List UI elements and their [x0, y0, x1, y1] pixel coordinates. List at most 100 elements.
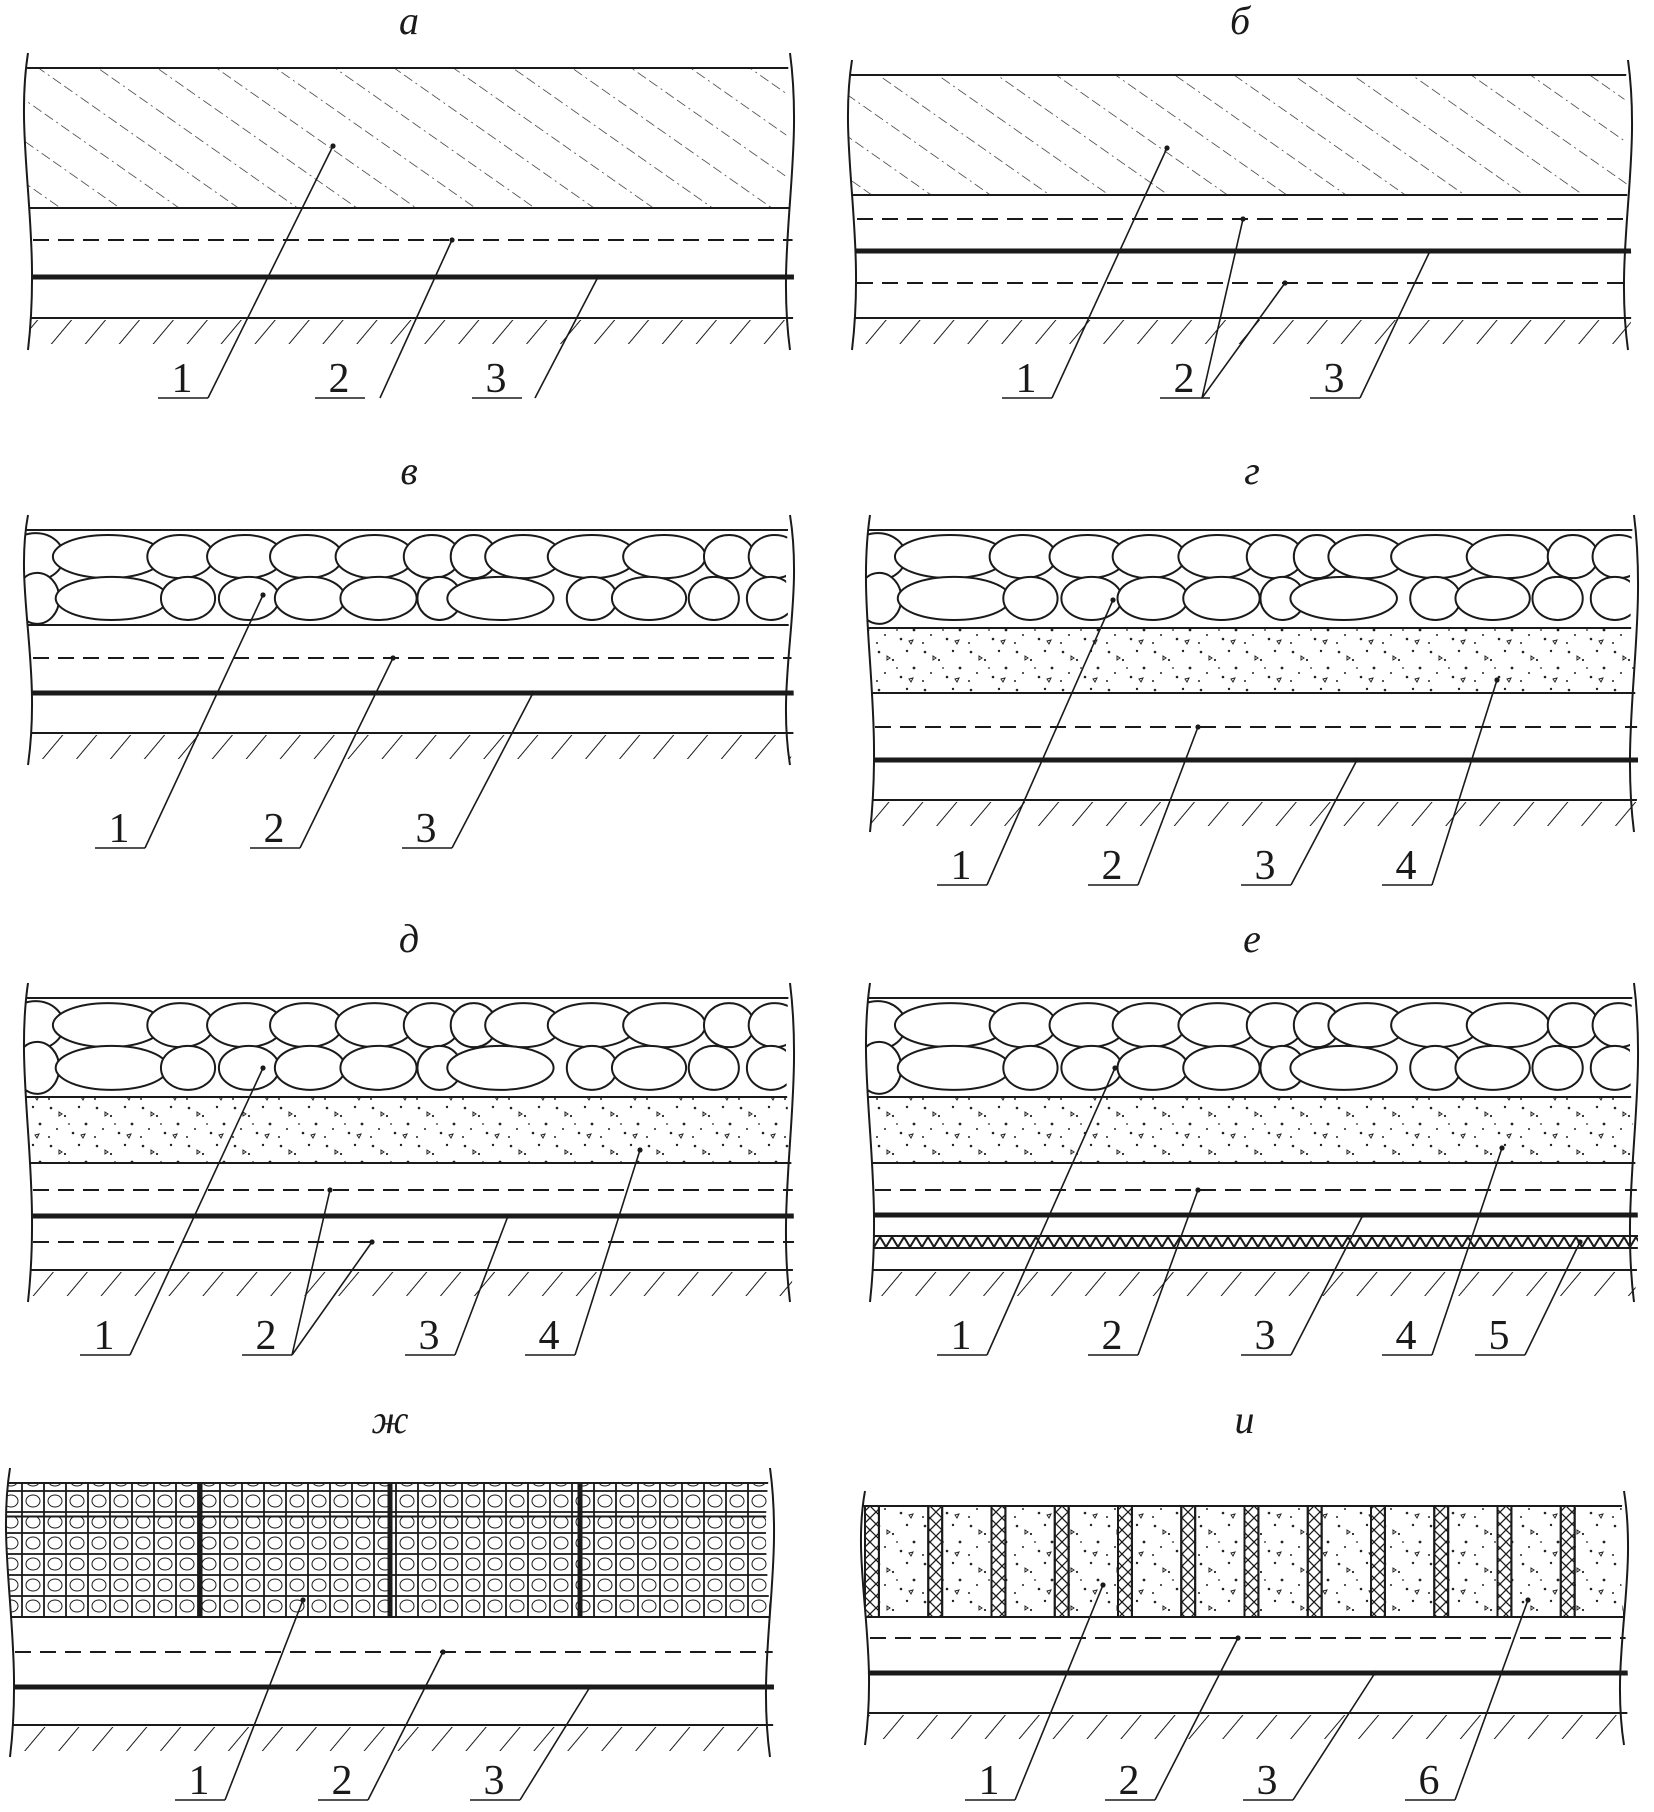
stone: [1177, 534, 1258, 580]
stone: [610, 575, 688, 621]
stone: [1531, 1044, 1584, 1091]
cell-fill: [941, 1505, 993, 1618]
leader-line: [1292, 1672, 1376, 1801]
break-edge-right: [784, 982, 796, 1303]
ground-hatch: [23, 735, 795, 759]
callout-label: 1: [109, 806, 130, 852]
break-edge-left: [864, 982, 876, 1303]
cell-wall: [1433, 1505, 1450, 1618]
panel-body: [865, 529, 1639, 826]
cell-wall: [1243, 1505, 1260, 1618]
leader-line: [1201, 282, 1286, 399]
callout-label: 3: [1324, 356, 1345, 402]
callout-label: 2: [1102, 843, 1123, 889]
cell-wall: [1496, 1505, 1513, 1618]
gabion-layer: [5, 1483, 775, 1617]
stone: [745, 1044, 795, 1091]
cell-fill: [877, 1505, 930, 1618]
stone: [1289, 1044, 1398, 1091]
leader-line: [1431, 1147, 1503, 1356]
geo-mat-line: [865, 1235, 1639, 1249]
stone: [339, 1044, 418, 1091]
cell-fill: [1004, 1505, 1056, 1618]
leader-line: [1524, 1241, 1581, 1356]
stone: [687, 575, 740, 621]
stone: [1589, 1044, 1639, 1091]
leader-line: [534, 276, 599, 399]
cell-wall: [927, 1505, 944, 1618]
callout-label: 3: [486, 356, 507, 402]
leader-line: [574, 1149, 641, 1356]
leader-line: [224, 1599, 304, 1801]
leader-line: [519, 1686, 591, 1801]
leader-line: [1359, 250, 1431, 399]
stone: [687, 1044, 740, 1091]
stone: [610, 1044, 688, 1091]
ground-hatch: [23, 320, 795, 344]
stone: [896, 1044, 1012, 1091]
stone: [1454, 1044, 1531, 1091]
leader-line: [144, 594, 264, 849]
leader-line: [129, 1067, 264, 1356]
panel-title-a: а: [399, 0, 419, 43]
panel-body: [5, 1482, 775, 1751]
callout-label: 2: [1119, 1758, 1140, 1804]
callout-label: 2: [332, 1758, 353, 1804]
leader-line: [1154, 1637, 1239, 1801]
stone: [896, 575, 1012, 621]
ground-hatch: [865, 1272, 1639, 1296]
stone: [702, 534, 756, 580]
leader-line: [291, 1241, 373, 1356]
stone: [1465, 534, 1551, 580]
cell-fill: [1194, 1505, 1246, 1618]
soil-layer: [23, 68, 795, 208]
leader-line: [1014, 1584, 1104, 1801]
break-edge-left: [864, 514, 876, 833]
stone: [1111, 1002, 1187, 1049]
cell-wall: [1306, 1505, 1323, 1618]
callout-label: 3: [1255, 1313, 1276, 1359]
panel-body: [23, 997, 795, 1296]
sand-layer: [865, 1097, 1639, 1163]
break-edge-right: [1628, 982, 1640, 1303]
soil-layer: [847, 75, 1633, 195]
stone: [1465, 1002, 1551, 1049]
panel-title-i: и: [1235, 1397, 1255, 1442]
callout-label: 3: [416, 806, 437, 852]
stone: [1182, 575, 1261, 621]
cell-fill: [1447, 1505, 1499, 1618]
cell-wall: [1370, 1505, 1386, 1618]
panel-body: [865, 997, 1639, 1296]
panel-title-v: в: [400, 448, 417, 493]
stone: [1546, 1002, 1600, 1049]
stone: [1177, 1002, 1258, 1049]
callout-label: 4: [1396, 843, 1417, 889]
ground-hatch: [23, 1272, 795, 1296]
stone: [565, 1044, 618, 1091]
leader-line: [1431, 679, 1498, 886]
leader-line: [454, 1215, 509, 1356]
break-edge-right: [1628, 514, 1640, 833]
stone: [217, 575, 281, 621]
leader-line: [207, 145, 334, 399]
stone: [988, 1002, 1057, 1049]
cell-fill: [1510, 1505, 1562, 1618]
cell-wall: [1117, 1505, 1133, 1618]
stone: [159, 1044, 217, 1091]
stone: [446, 575, 555, 621]
callout-label: 2: [256, 1313, 277, 1359]
callout-label: 3: [484, 1758, 505, 1804]
callout-label: 3: [1257, 1758, 1278, 1804]
panel-title-d: д: [399, 916, 419, 961]
callout-label: 1: [1016, 356, 1037, 402]
stone: [1409, 575, 1462, 621]
callout-label: 3: [1255, 843, 1276, 889]
